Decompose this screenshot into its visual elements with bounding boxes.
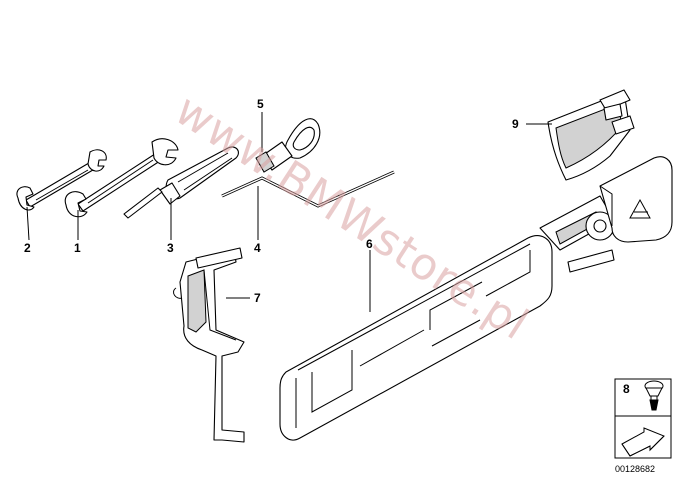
watermark-text: www.BMWstore.pl: [166, 84, 538, 350]
callout-8: 8: [623, 382, 630, 396]
reference-number: 00128682: [615, 464, 655, 474]
part-5-towing-eye: [255, 118, 321, 173]
callout-4: 4: [254, 241, 261, 255]
part-7-bracket: [173, 247, 245, 443]
part-1-large-wrench: [64, 138, 179, 218]
leader-lines: [26, 112, 552, 312]
callout-6: 6: [366, 237, 373, 251]
arrow-icon: [621, 427, 665, 457]
callout-2: 2: [24, 241, 31, 255]
part-8-clip-icon: [644, 380, 664, 411]
callout-3: 3: [167, 241, 174, 255]
callout-7: 7: [254, 291, 261, 305]
part-3-screwdriver: [123, 146, 239, 219]
part-9-strap: [547, 89, 635, 181]
part-4-hex-key: [221, 170, 395, 208]
callout-1: 1: [74, 241, 81, 255]
callout-5: 5: [257, 97, 264, 111]
callout-9: 9: [512, 117, 519, 131]
legend-box: [614, 378, 672, 459]
part-2-small-wrench: [16, 149, 107, 211]
part-6-tool-case: [279, 156, 673, 441]
